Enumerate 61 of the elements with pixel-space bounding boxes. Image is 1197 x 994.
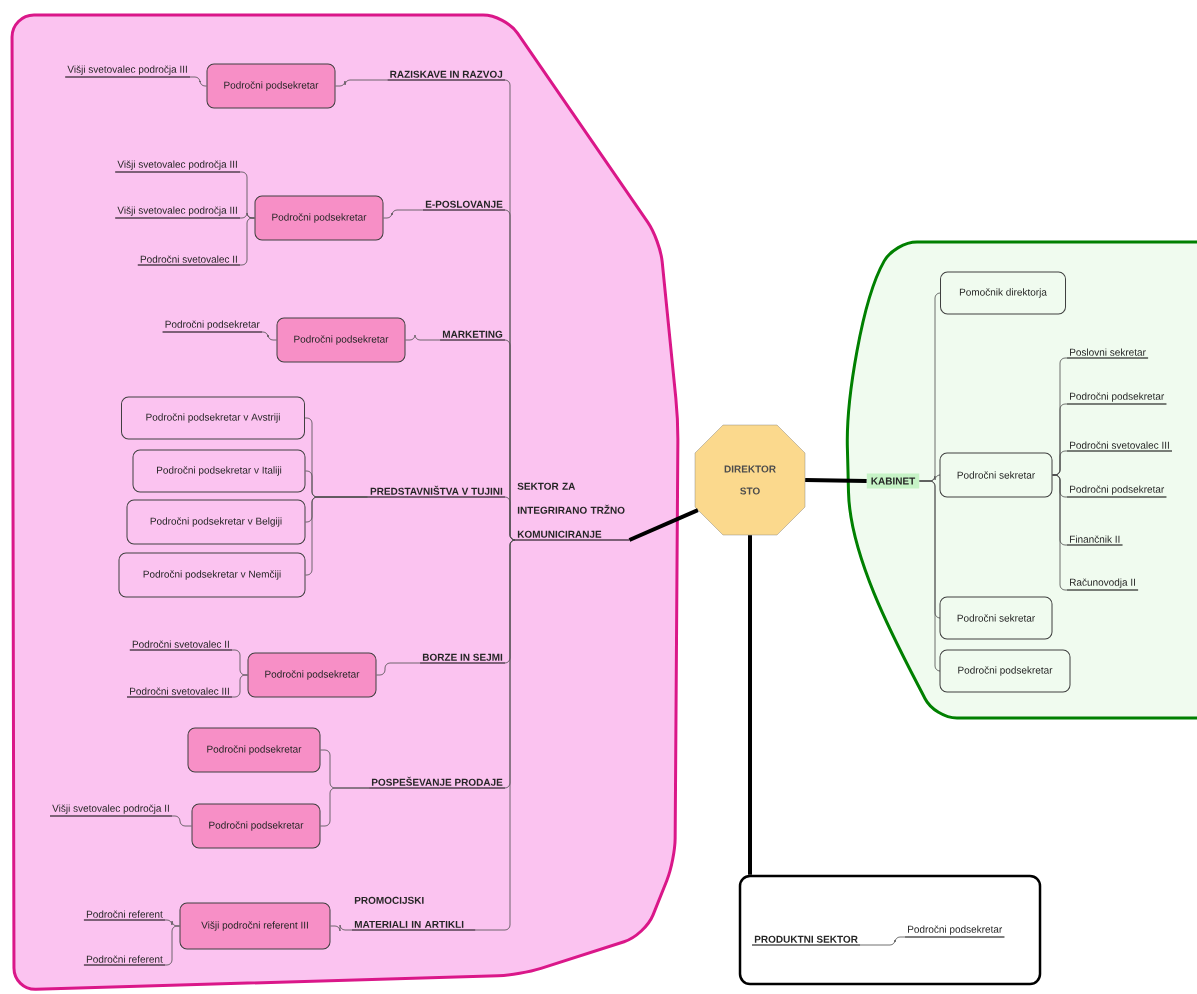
position-label: Področni podsekretar [904, 925, 1006, 938]
position-box: Področni podsekretar v Avstriji [121, 396, 305, 440]
connector [171, 815, 192, 827]
position-box: Področni podsekretar [276, 317, 406, 363]
connector [383, 209, 424, 219]
position-box: Področni sekretar [939, 452, 1053, 498]
sector-box [738, 874, 1042, 986]
connector [305, 496, 369, 576]
connector [376, 662, 421, 676]
position-label: Področni svetovalec III [1066, 441, 1173, 452]
connector [475, 539, 516, 931]
position-label: Področni referent [83, 955, 166, 966]
position-box: Področni podsekretar v Belgiji [126, 499, 306, 545]
position-label: Višji svetovalec področja II [49, 804, 173, 817]
position-label: Področni svetovalec III [126, 687, 233, 698]
department-heading: SEKTOR ZA INTEGRIRANO TRŽNO KOMUNICIRANJE [514, 482, 630, 541]
position-label: Finančnik II [1066, 535, 1124, 546]
position-label: Področni podsekretar [161, 320, 263, 333]
department-heading: POSPEŠEVANJE PRODAJE [368, 776, 506, 789]
department-heading: MARKETING [439, 330, 506, 341]
connector [628, 508, 699, 542]
connector [748, 535, 752, 875]
position-label: Področni podsekretar [1066, 392, 1168, 405]
department-heading: PROMOCIJSKI MATERIALI IN ARTIKLI [351, 896, 476, 931]
position-box: Področni podsekretar [206, 63, 336, 109]
position-label: Področni podsekretar [1066, 485, 1168, 498]
department-heading: BORZE IN SEJMI [419, 653, 506, 664]
position-box: Področni sekretar [939, 596, 1053, 640]
position-label: Področni referent [83, 910, 166, 921]
connector [330, 924, 353, 932]
department-heading: PREDSTAVNIŠTVA V TUJINI [367, 485, 506, 498]
connector [504, 496, 516, 541]
connector [859, 936, 906, 946]
department-heading: E-POSLOVANJE [422, 200, 506, 211]
position-box: Pomočnik direktorja [940, 271, 1066, 315]
connector [919, 480, 941, 672]
position-label: Višji svetovalec področja III [64, 65, 191, 78]
position-box: Področni podsekretar [187, 727, 321, 773]
connector [405, 334, 441, 341]
position-box: Področni podsekretar v Italiji [132, 449, 306, 493]
position-box: Področni podsekretar [254, 195, 384, 241]
connector [320, 787, 370, 827]
connector [231, 674, 248, 698]
connector [805, 478, 867, 483]
department-heading: PRODUKTNI SEKTOR [751, 935, 861, 946]
position-box: Področni podsekretar [939, 649, 1071, 693]
position-box: Višji področni referent III [179, 902, 331, 950]
connector [261, 331, 277, 341]
position-box: Področni podsekretar [247, 652, 377, 698]
position-label: Višji svetovalec področja III [114, 160, 241, 173]
position-label: Področni svetovalec II [137, 255, 241, 266]
department-heading: RAZISKAVE IN RAZVOJ [386, 70, 506, 81]
position-label: Področni svetovalec II [129, 640, 233, 651]
position-box: Področni podsekretar [191, 803, 321, 849]
position-label: Poslovni sekretar [1066, 348, 1149, 359]
connector [335, 79, 388, 87]
position-box: Področni podsekretar v Nemčiji [118, 552, 306, 598]
position-label: Višji svetovalec področja III [114, 206, 241, 219]
director-box: DIREKTOR STO [694, 424, 806, 536]
position-label: Računovodja II [1066, 578, 1139, 591]
connector [189, 76, 207, 87]
